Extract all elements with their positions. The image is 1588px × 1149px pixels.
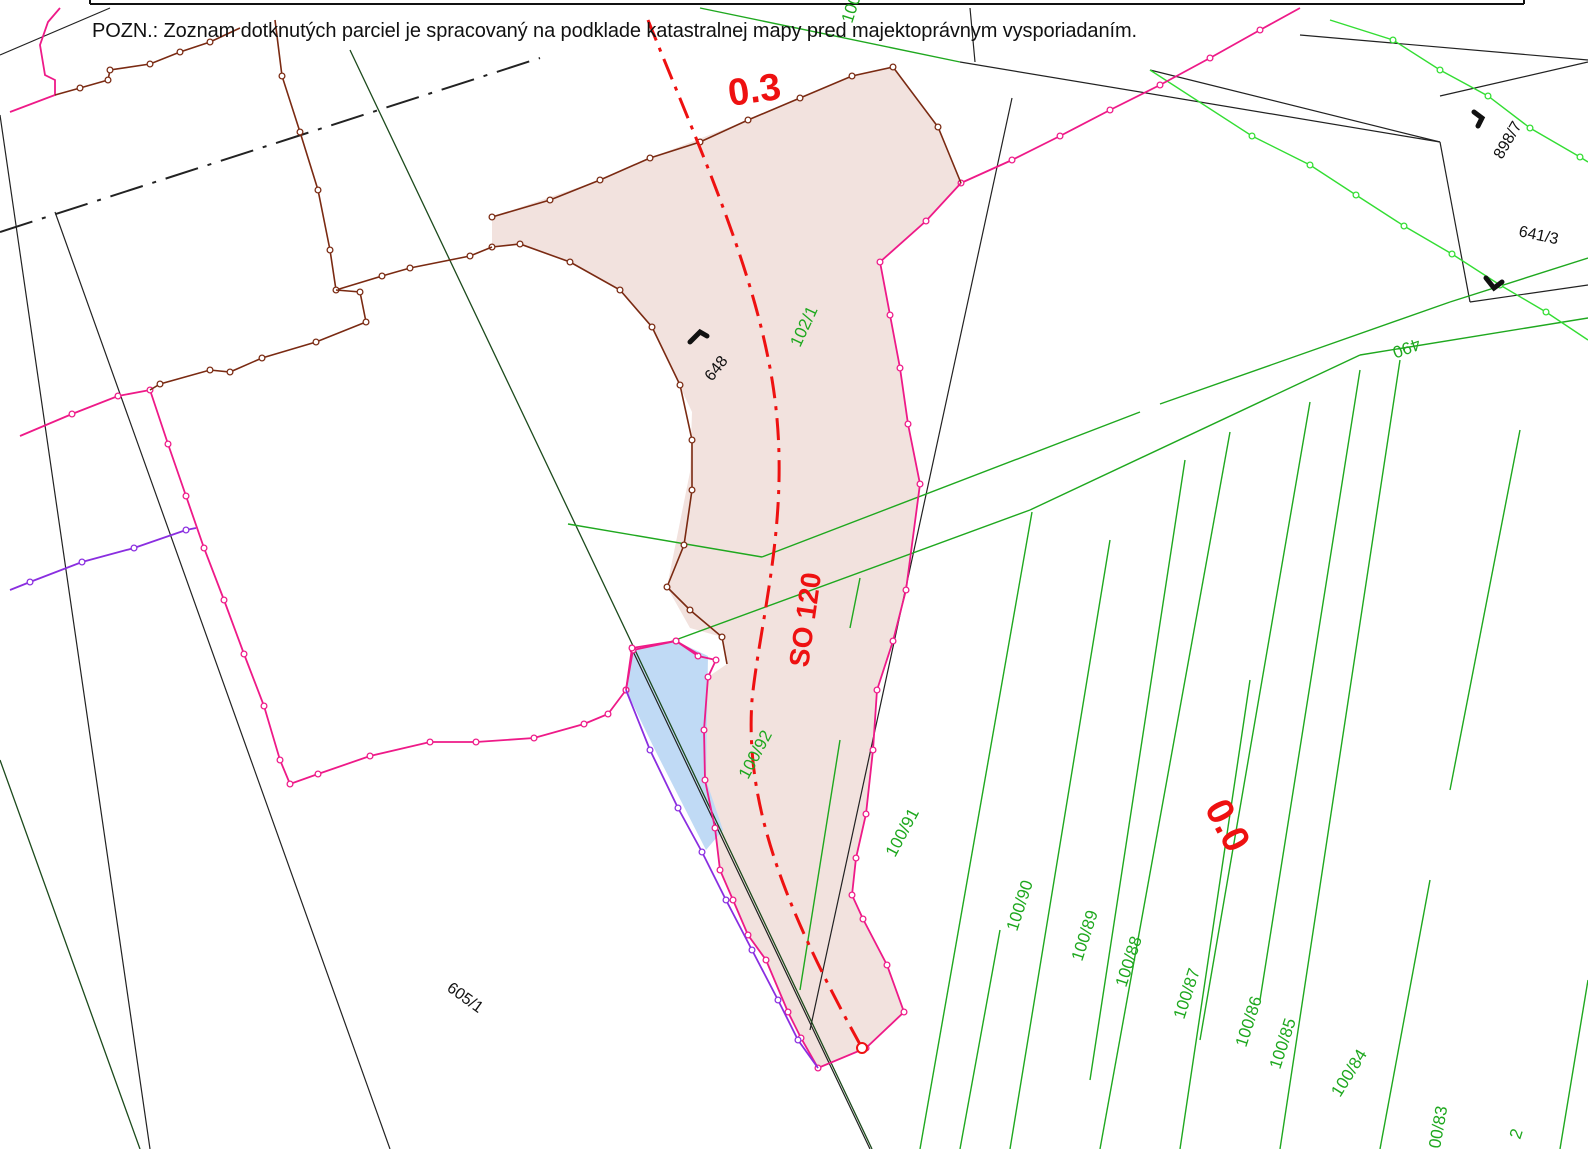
magenta-boundaries (9, 7, 1301, 1072)
brown-boundaries (54, 19, 962, 665)
label-100-83: 00/83 (1425, 1104, 1451, 1149)
survey-symbols (687, 109, 1505, 345)
label-100-90: 100/90 (1003, 878, 1037, 933)
label-100-91: 100/91 (882, 805, 923, 860)
parcel-labels: 648 102/1 605/1 100/92 100/91 100/90 100… (444, 0, 1560, 1149)
route-centerline (646, 19, 864, 1049)
label-641-3: 641/3 (1517, 223, 1560, 248)
kilometer-label-top: 0.3 (725, 66, 783, 115)
label-100-89: 100/89 (1068, 908, 1102, 963)
dash-dot-boundary (0, 57, 541, 233)
label-100-84: 100/84 (1327, 1046, 1371, 1100)
map-note: POZN.: Zoznam dotknutých parciel je spra… (92, 20, 1137, 42)
label-bottom-parcel: 2 (1506, 1126, 1527, 1141)
table-frame (89, 0, 1525, 5)
purple-boundaries (9, 526, 819, 1069)
label-100-87: 100/87 (1170, 966, 1204, 1021)
lime-boundary (1149, 19, 1588, 341)
label-898-7: 898/7 (1491, 119, 1526, 162)
label-605-1: 605/1 (444, 979, 486, 1016)
label-490: 490 (1390, 334, 1423, 362)
kilometer-label-right: 0.0 (1196, 793, 1258, 859)
label-100-86: 100/86 (1232, 994, 1266, 1049)
label-100-85: 100/85 (1266, 1016, 1300, 1071)
label-100-88: 100/88 (1112, 934, 1146, 989)
route-end-point (856, 1042, 868, 1054)
